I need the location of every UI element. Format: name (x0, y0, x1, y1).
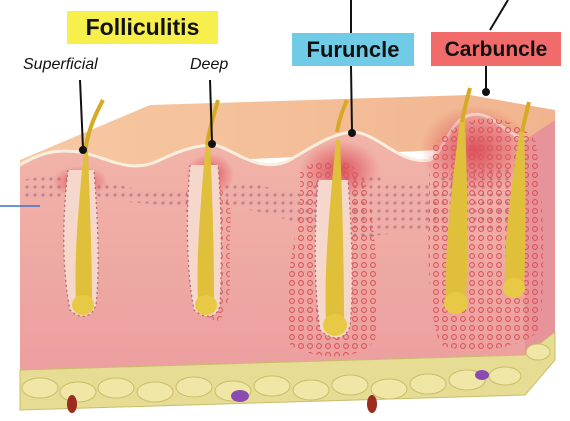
blood-cell (67, 395, 77, 413)
immune-cell (231, 390, 249, 402)
folliculitis-label: Folliculitis (67, 11, 218, 44)
follicle-superficial (64, 150, 98, 316)
carbuncle-label: Carbuncle (431, 32, 561, 66)
immune-cell (475, 370, 489, 380)
pus-carbuncle (428, 119, 543, 350)
follicle-deep (187, 140, 221, 316)
furuncle-label: Furuncle (292, 33, 414, 66)
blood-cell (367, 395, 377, 413)
superficial-label: Superficial (23, 56, 98, 74)
deep-label: Deep (190, 56, 228, 74)
